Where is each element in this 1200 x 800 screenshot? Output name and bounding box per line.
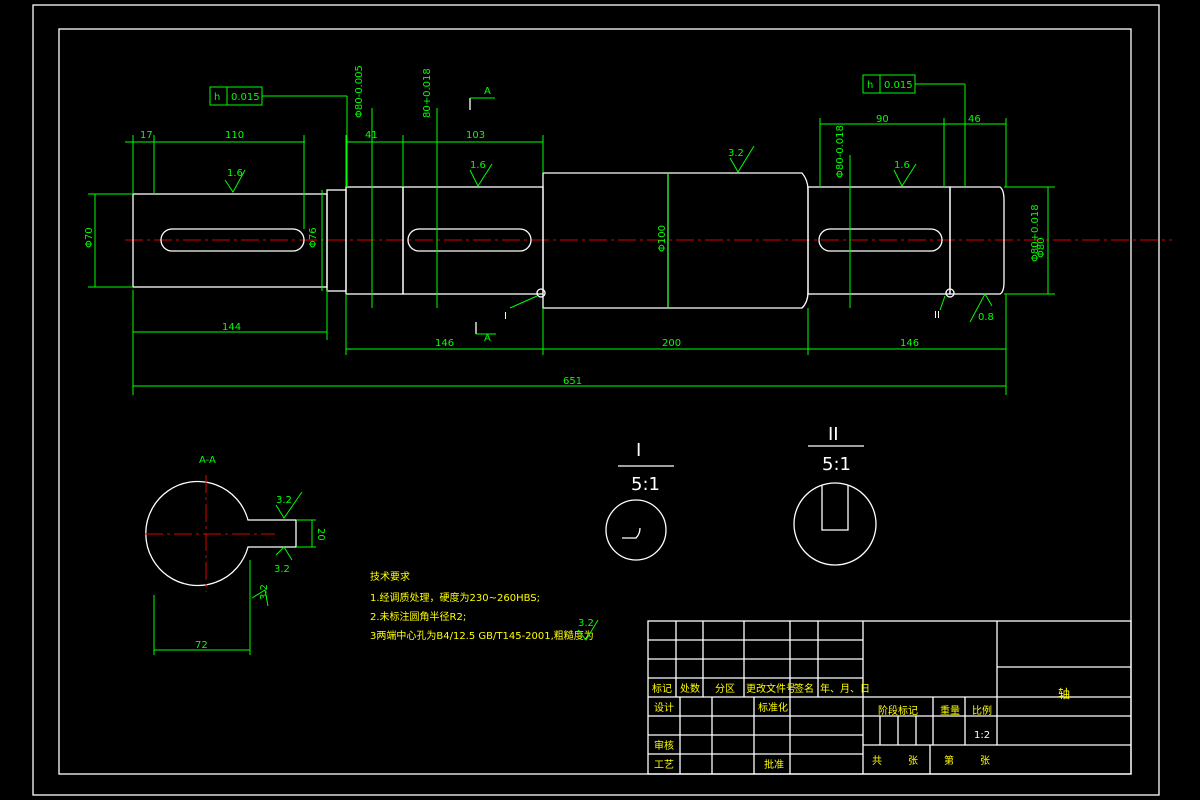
detail-i-scale: 5:1: [631, 474, 660, 495]
notes-line2: 2.未标注圆角半径R2;: [370, 610, 466, 623]
rough-3: 3.2: [728, 148, 744, 159]
dim-90: 90: [876, 114, 889, 125]
detail-ii-label: II: [828, 424, 839, 445]
tb-r1-3: 更改文件号: [746, 682, 796, 695]
dim-phi76: Φ76: [308, 227, 319, 248]
tol-4: Φ80+0.018: [1030, 204, 1041, 262]
dim-651: 651: [563, 376, 582, 387]
notes-line1: 1.经调质处理，硬度为230~260HBS;: [370, 591, 540, 604]
dim-146b: 146: [900, 338, 919, 349]
dim-phi70: Φ70: [84, 227, 95, 248]
title-block: 标记 处数 分区 更改文件号 签名 年、月、日 设计 标准化 阶段标记 重量 比…: [647, 620, 1132, 775]
technical-notes: 技术要求 1.经调质处理，硬度为230~260HBS; 2.未标注圆角半径R2;…: [370, 570, 599, 642]
detail-i-marker: I: [504, 311, 507, 322]
tb-r1-2: 分区: [715, 683, 735, 695]
dimension-lines: [88, 83, 1055, 395]
detail-i-view: I 5:1: [605, 440, 674, 561]
tb-sheets1: 张: [908, 755, 918, 767]
dim-41: 41: [365, 130, 378, 141]
tol-left: 0.015: [231, 92, 260, 103]
tol-1: Φ80-0.005: [354, 65, 365, 118]
tolerance-frame-left: h 0.015: [209, 86, 263, 106]
dim-20: 20: [315, 528, 326, 541]
tb-approve: 批准: [764, 758, 784, 771]
svg-text:h: h: [867, 80, 873, 91]
tb-process: 工艺: [654, 759, 674, 771]
rough-7: 3.2: [274, 564, 290, 575]
tb-r1-5: 年、月、日: [820, 682, 870, 695]
tb-weight: 重量: [940, 704, 960, 717]
tb-r1-4: 签名: [794, 682, 814, 695]
tol-right: 0.015: [884, 80, 913, 91]
dim-144: 144: [222, 322, 241, 333]
dim-phi80: Φ80: [1036, 237, 1047, 258]
dim-72: 72: [195, 640, 208, 651]
rough-6: 3.2: [276, 495, 292, 506]
svg-text:h: h: [214, 92, 220, 103]
tol-2: 80+0.018: [422, 68, 433, 118]
roughness-symbols: 1.6 1.6 3.2 1.6 0.8: [224, 145, 994, 323]
outer-border: [32, 4, 1160, 796]
dim-200: 200: [662, 338, 681, 349]
tb-scale-value: 1:2: [974, 730, 990, 741]
notes-title: 技术要求: [370, 570, 410, 583]
section-a-bottom: A: [484, 333, 491, 344]
section-marks: A A I II: [469, 86, 946, 344]
section-a-a-view: A-A 20 72 3.2 3.2 3.2: [145, 455, 326, 655]
rough-5: 0.8: [978, 312, 994, 323]
tb-page: 第: [944, 754, 954, 767]
rough-9: 3.2: [578, 618, 594, 629]
detail-i-label: I: [636, 440, 641, 461]
dim-phi100: Φ100: [657, 225, 668, 252]
dim-46: 46: [968, 114, 981, 125]
rough-4: 1.6: [894, 160, 910, 171]
section-a-top: A: [484, 86, 491, 97]
detail-ii-marker: II: [934, 310, 940, 321]
rough-8: 3.2: [259, 584, 270, 600]
tb-part-name: 轴: [1058, 686, 1070, 701]
tb-r1-0: 标记: [652, 683, 672, 695]
tol-3: Φ80-0.018: [835, 125, 846, 178]
dim-146a: 146: [435, 338, 454, 349]
dim-103: 103: [466, 130, 485, 141]
tb-standard: 标准化: [758, 701, 788, 714]
rough-1: 1.6: [227, 168, 243, 179]
dim-110: 110: [225, 130, 244, 141]
tolerance-frame-right: h 0.015: [862, 74, 916, 94]
tb-scale-label: 比例: [972, 704, 992, 717]
section-aa-label: A-A: [199, 455, 216, 466]
inner-border: [58, 28, 1132, 775]
detail-ii-scale: 5:1: [822, 454, 851, 475]
tb-sheets2: 张: [980, 755, 990, 767]
dimension-texts: 17 110 41 103 90 46 144 146 200 146 651 …: [84, 65, 1047, 387]
rough-2: 1.6: [470, 160, 486, 171]
tb-review: 审核: [654, 739, 674, 752]
tb-total: 共: [872, 755, 882, 767]
dim-17: 17: [140, 130, 153, 141]
tb-stage: 阶段标记: [878, 704, 918, 717]
detail-ii-view: II 5:1: [793, 424, 877, 566]
tb-r1-1: 处数: [680, 682, 700, 695]
tb-design: 设计: [654, 701, 674, 714]
notes-line3: 3两端中心孔为B4/12.5 GB/T145-2001,粗糙度为: [370, 629, 594, 642]
